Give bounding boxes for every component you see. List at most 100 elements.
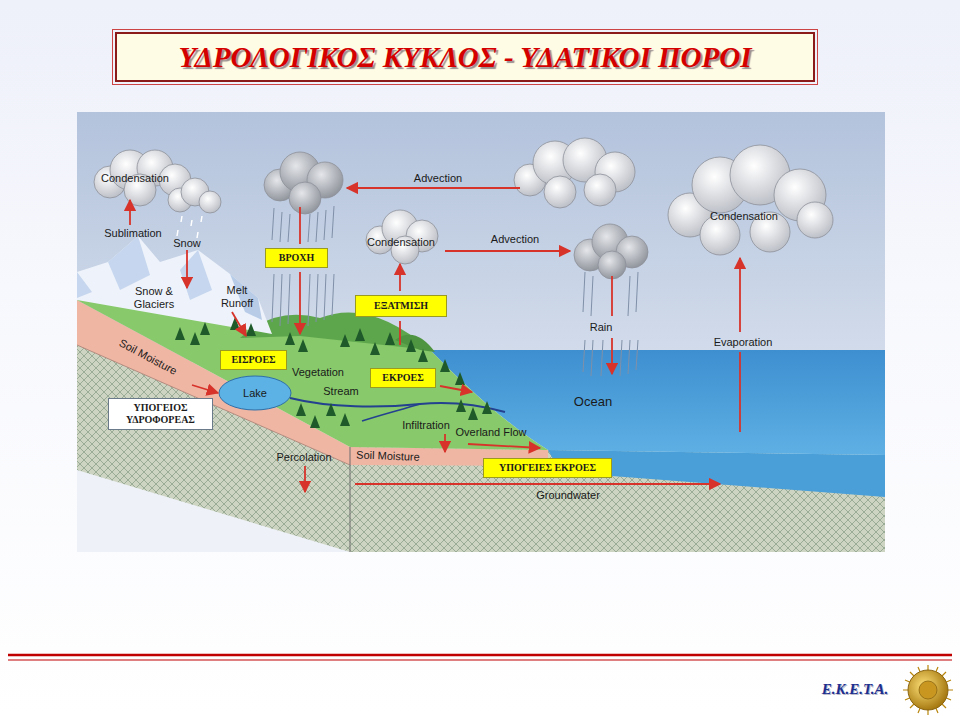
process-label: Melt Runoff bbox=[216, 284, 258, 309]
block-front-face bbox=[350, 447, 885, 552]
lake-and-stream bbox=[219, 376, 291, 410]
logo-emblem bbox=[919, 681, 937, 699]
trees bbox=[385, 332, 395, 345]
snow-mountains bbox=[77, 272, 92, 298]
process-label: Vegetation bbox=[292, 366, 344, 379]
process-label: Ocean bbox=[574, 395, 612, 410]
flow-arrows bbox=[444, 434, 446, 452]
flow-arrows bbox=[347, 187, 520, 189]
flow-arrows bbox=[399, 264, 401, 291]
rain-streaks bbox=[272, 274, 334, 326]
trees bbox=[418, 349, 428, 362]
footer-rule bbox=[8, 654, 952, 657]
label-text: ΒΡΟΧΗ bbox=[279, 252, 315, 264]
logo-emblem bbox=[908, 670, 948, 710]
label-text: ΥΠΟΓΕΙΟΣ ΥΔΡΟΦΟΡΕΑΣ bbox=[113, 402, 208, 426]
clouds bbox=[668, 145, 833, 255]
trees bbox=[190, 332, 200, 345]
snow-mountains bbox=[77, 236, 272, 334]
trees bbox=[340, 334, 350, 347]
trees bbox=[406, 339, 416, 352]
process-label: Evaporation bbox=[714, 336, 773, 349]
trees bbox=[340, 413, 350, 426]
rain-streaks bbox=[583, 272, 638, 316]
flow-arrows bbox=[192, 385, 218, 393]
block-left-face bbox=[77, 345, 350, 552]
trees bbox=[285, 332, 295, 345]
clouds bbox=[366, 210, 438, 264]
illustration-frame bbox=[77, 112, 885, 552]
process-label: Sublimation bbox=[104, 227, 161, 240]
flow-arrows bbox=[739, 352, 741, 432]
flow-arrows bbox=[130, 188, 740, 492]
rain-streaks bbox=[177, 216, 202, 238]
trees bbox=[310, 415, 320, 428]
process-label: Advection bbox=[491, 233, 539, 246]
trees bbox=[175, 317, 492, 428]
logo-emblem bbox=[903, 665, 953, 715]
flow-arrows bbox=[186, 250, 188, 288]
label-box: ΕΚΡΟΕΣ bbox=[370, 368, 436, 388]
logo-emblem bbox=[903, 665, 953, 715]
trees bbox=[175, 327, 185, 340]
clouds bbox=[574, 224, 648, 279]
flow-arrows bbox=[129, 200, 131, 225]
trees bbox=[355, 328, 365, 341]
process-label: Snow bbox=[173, 237, 201, 250]
land-surface bbox=[77, 292, 548, 450]
clouds bbox=[544, 176, 576, 208]
flow-arrows bbox=[611, 338, 613, 374]
trees bbox=[455, 372, 465, 385]
block-front-face bbox=[350, 447, 351, 552]
rain-streaks bbox=[583, 340, 638, 376]
trees bbox=[468, 407, 478, 420]
process-label: Rain bbox=[590, 321, 613, 334]
flow-arrows bbox=[232, 312, 246, 336]
flow-arrows bbox=[299, 207, 301, 244]
clouds bbox=[514, 138, 635, 208]
trees bbox=[482, 401, 492, 414]
clouds bbox=[199, 191, 221, 213]
snow-mountains bbox=[108, 236, 150, 290]
clouds bbox=[168, 178, 221, 213]
trees bbox=[326, 403, 336, 416]
snow-mountains bbox=[77, 236, 272, 334]
process-label: Overland Flow bbox=[456, 426, 527, 439]
trees bbox=[370, 342, 380, 355]
clouds bbox=[598, 251, 626, 279]
clouds bbox=[584, 174, 616, 206]
label-box: ΥΠΟΓΕΙΟΣ ΥΔΡΟΦΟΡΕΑΣ bbox=[108, 398, 213, 430]
label-text: ΕΚΡΟΕΣ bbox=[382, 372, 424, 384]
logo-emblem bbox=[903, 665, 953, 715]
label-box: ΕΙΣΡΟΕΣ bbox=[220, 350, 287, 370]
flow-arrows bbox=[468, 444, 540, 448]
flow-arrows bbox=[355, 483, 720, 485]
label-text: ΕΙΣΡΟΕΣ bbox=[231, 354, 275, 366]
process-label: Snow & Glaciers bbox=[127, 285, 181, 310]
process-label: Advection bbox=[414, 172, 462, 185]
label-text: ΕΞΑΤΜΙΣΗ bbox=[374, 300, 428, 312]
flow-arrows bbox=[299, 272, 301, 334]
flow-arrows bbox=[440, 386, 472, 392]
trees bbox=[456, 399, 466, 412]
flow-arrows bbox=[445, 250, 570, 252]
footer-rule bbox=[8, 655, 952, 660]
process-label: Percolation bbox=[276, 451, 331, 464]
rain-streaks bbox=[177, 206, 638, 376]
rain-streaks bbox=[272, 206, 334, 242]
process-label: Infiltration bbox=[402, 419, 450, 432]
clouds bbox=[797, 202, 833, 238]
snow-mountains bbox=[180, 250, 212, 300]
land-surface bbox=[77, 292, 548, 450]
process-label: Stream bbox=[323, 385, 358, 398]
trees bbox=[246, 323, 256, 336]
clouds bbox=[289, 182, 321, 214]
flow-arrows bbox=[611, 276, 613, 316]
title-text: ΥΔΡΟΛΟΓΙΚΟΣ ΚΥΚΛΟΣ - ΥΔΑΤΙΚΟΙ ΠΟΡΟΙ bbox=[179, 41, 752, 74]
label-box: ΕΞΑΤΜΙΣΗ bbox=[355, 295, 447, 317]
process-label: Condensation bbox=[367, 236, 435, 249]
process-label: Condensation bbox=[710, 210, 778, 223]
title-box: ΥΔΡΟΛΟΓΙΚΟΣ ΚΥΚΛΟΣ - ΥΔΑΤΙΚΟΙ ΠΟΡΟΙ bbox=[115, 32, 815, 82]
process-label: Soil Moisture bbox=[356, 449, 420, 464]
